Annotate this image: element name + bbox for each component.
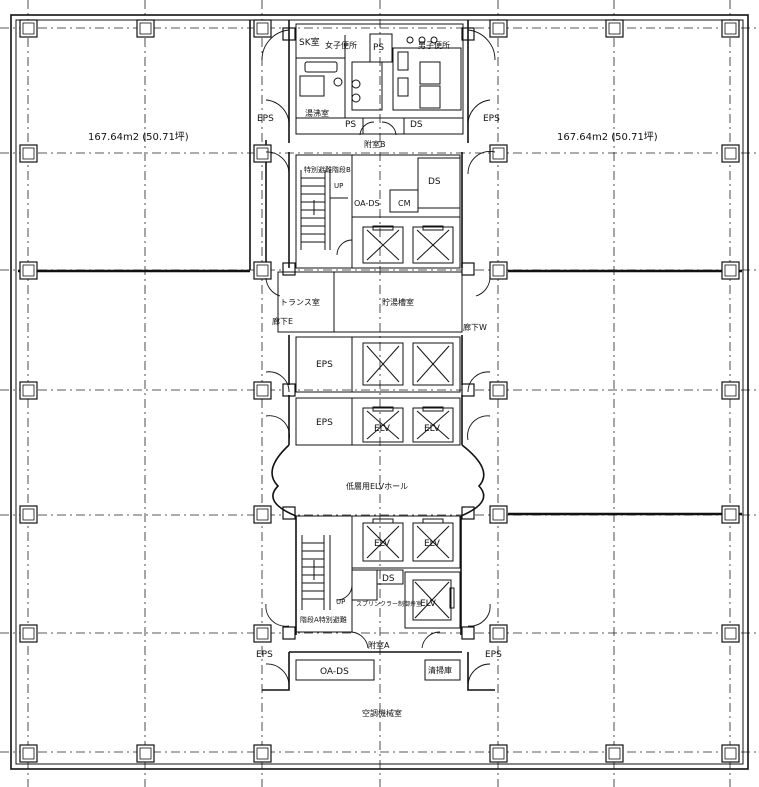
eps-core2-label: EPS [316,418,333,428]
up-b-label: UP [334,182,343,190]
ps-top-label: PS [373,43,384,53]
trunk-room-label: トランス室 [280,297,320,307]
kyuto-label: 湯沸室 [305,108,329,118]
structural-columns [19,19,740,763]
elv2-label: ELV [424,424,441,434]
ds-top-label: DS [410,120,423,130]
storage-room-label: 貯湯槽室 [382,297,414,307]
stair-a-label: 階段A特別避難 [300,615,347,624]
eps-se-label: EPS [485,650,502,660]
oa-ds-top-label: OA-DS [354,199,380,208]
eps-ne-label: EPS [483,114,500,124]
corridor-e-label: 廊下E [272,316,293,326]
mens-wc-label: 男子便所 [418,40,450,50]
ps-bottom-label: PS [345,120,356,130]
elv4-label: ELV [424,539,441,549]
womens-wc-label: 女子便所 [325,40,357,50]
elv1-label: ELV [374,424,391,434]
ac-room-label: 空調機械室 [362,708,402,718]
eps-core1-label: EPS [316,360,333,370]
eps-nw-label: EPS [257,114,274,124]
area-east-label: 167.64m2 (50.71坪) [557,130,658,143]
cm-label: CM [398,199,411,208]
vestibule-a-label: 附室A [368,640,390,650]
ds-core-label: DS [428,177,441,187]
ds-low-label: DS [382,574,395,584]
sprinkler-label: スプリンクラー制御弁室 [356,600,422,608]
elv5-label: ELV [420,599,437,609]
doors [261,29,496,687]
vestibule-b-label: 附室B [364,139,386,149]
elv-hall-label: 低層用ELVホール [346,481,408,491]
elv3-label: ELV [374,539,391,549]
outer-walls [10,14,749,770]
stair-b-label: 特別避難階段B [304,165,351,174]
core-walls [262,20,495,691]
eps-sw-label: EPS [256,650,273,660]
up-a-label: UP [336,598,345,606]
area-west-label: 167.64m2 (50.71坪) [88,130,189,143]
corridor-w-label: 廊下W [463,322,487,332]
sk-room-label: SK室 [299,36,320,48]
oa-ds-bottom-label: OA-DS [320,667,349,677]
cleaning-room-label: 清掃庫 [428,665,452,675]
room-labels: 167.64m2 (50.71坪) 167.64m2 (50.71坪) SK室 … [88,36,658,718]
